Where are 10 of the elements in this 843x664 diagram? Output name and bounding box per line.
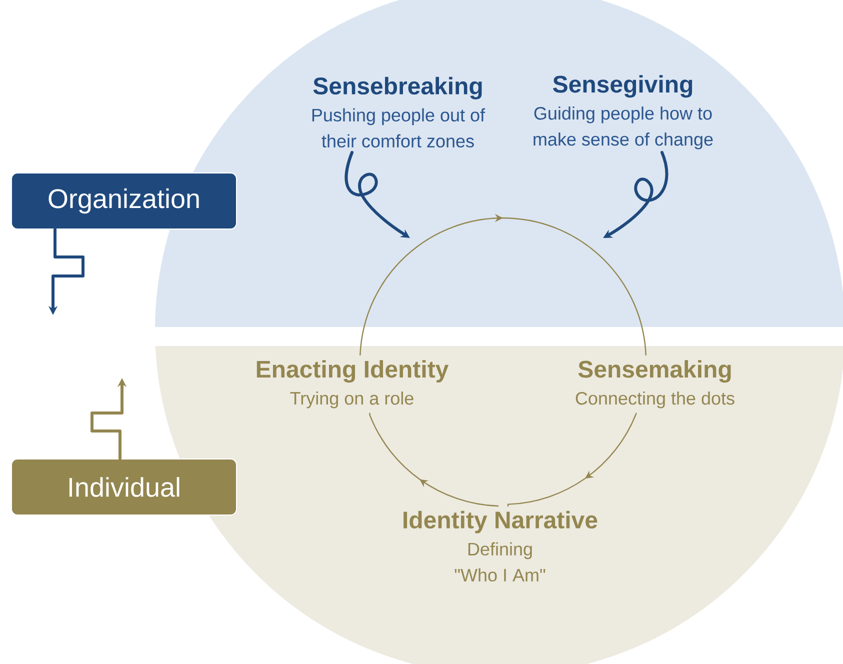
stage-label: Identity Narrative Defining "Who I Am" (404, 510, 598, 582)
stage-label: Enacting Identity Trying on a role (256, 360, 449, 408)
arrow (360, 214, 646, 356)
stage-label: Sensebreaking Pushing people out of their comfort zones (312, 76, 486, 148)
arrow (507, 412, 637, 507)
level-box: Organization (11, 172, 237, 230)
stage-label: Sensegiving Guiding people how to make sense of change (534, 75, 713, 150)
stage-label: Sensemaking Connecting the dots (576, 360, 734, 408)
level-box: Individual (11, 458, 237, 516)
arrow (369, 412, 499, 507)
